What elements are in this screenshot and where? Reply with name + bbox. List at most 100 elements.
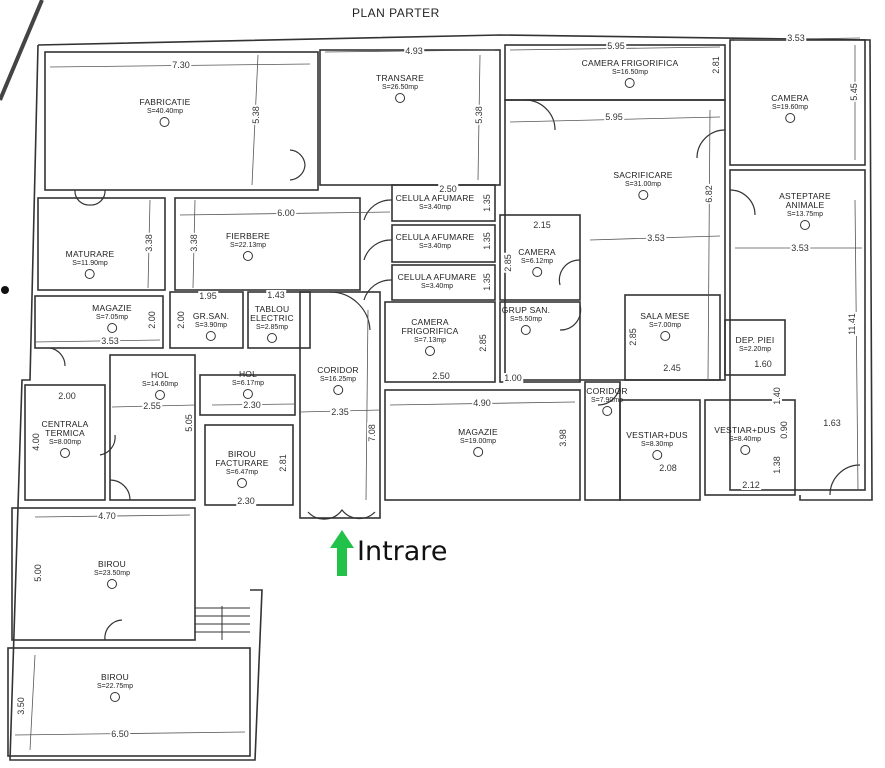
room-number-marker xyxy=(242,251,253,261)
room-area: S=13.75mp xyxy=(787,211,823,218)
room-name: VESTIAR+DUS xyxy=(626,430,688,440)
room-area: S=7.00mp xyxy=(648,322,682,329)
room-area: S=3.90mp xyxy=(194,322,228,329)
plan-title: PLAN PARTER xyxy=(352,6,440,20)
room-area: S=6.12mp xyxy=(520,258,554,265)
room-number-marker xyxy=(473,447,483,457)
room-name: BIROU xyxy=(101,672,129,682)
dimension-label: 3.38 xyxy=(189,233,199,253)
room-area: S=23.50mp xyxy=(94,570,130,577)
room-number-marker xyxy=(332,385,343,395)
room-name: BIROU FACTURARE xyxy=(215,449,269,468)
dimension-label: 2.45 xyxy=(662,363,682,373)
dimension-label: 7.08 xyxy=(367,423,377,443)
stairs xyxy=(195,606,250,640)
room-name: CAMERA xyxy=(771,93,809,103)
dimension-label: 1.35 xyxy=(482,193,492,213)
dimension-label: 3.38 xyxy=(144,233,154,253)
room-number-marker xyxy=(394,93,405,103)
room-area: S=16.50mp xyxy=(611,69,648,76)
dimension-label: 6.82 xyxy=(704,184,714,204)
room-number-marker xyxy=(531,267,542,277)
dimension-label: 1.35 xyxy=(482,231,492,251)
room-area: S=7.05mp xyxy=(95,314,129,321)
dimension-label: 2.00 xyxy=(57,391,77,401)
dimension-label: 1.63 xyxy=(822,418,842,428)
room-name: BIROU xyxy=(98,559,126,569)
dimension-label: 3.50 xyxy=(16,696,26,716)
dimension-label: 1.40 xyxy=(772,386,782,406)
room-area: S=7.13mp xyxy=(413,337,447,344)
dimension-label: 5.05 xyxy=(184,413,194,433)
room-area: S=7.90mp xyxy=(590,397,624,404)
room-camera-mica xyxy=(499,214,581,301)
room-name: MATURARE xyxy=(65,249,115,259)
room-area: S=2.20mp xyxy=(738,346,772,353)
dimension-label: 4.00 xyxy=(31,432,41,452)
entrance-arrow-icon xyxy=(330,530,354,576)
room-name: SACRIFICARE xyxy=(613,170,673,180)
room-name: TABLOU ELECTRIC xyxy=(250,304,294,323)
dimension-label: 1.35 xyxy=(482,272,492,292)
room-number-marker xyxy=(107,323,117,333)
room-label-gr-san: GR.SAN.S=3.90mp xyxy=(193,312,229,343)
outer-wall-left xyxy=(9,44,263,761)
room-name: DEP. PIEI xyxy=(735,335,775,345)
room-area: S=14.60mp xyxy=(142,381,178,388)
room-name: CAMERA xyxy=(518,247,556,257)
room-name: CELULA AFUMARE xyxy=(397,272,477,282)
room-area: S=19.60mp xyxy=(771,104,808,111)
dimension-label: 6.00 xyxy=(276,208,296,218)
room-label-grup-san: GRUP SAN.S=5.50mp xyxy=(502,306,550,337)
room-name: CELULA AFUMARE xyxy=(395,193,475,203)
room-number-marker xyxy=(267,333,277,343)
room-area: S=8.00mp xyxy=(48,439,82,446)
doors xyxy=(49,99,861,641)
dimension-label: 0.90 xyxy=(779,420,789,440)
room-name: MAGAZIE xyxy=(458,427,498,437)
room-sala-mese xyxy=(624,294,721,381)
dimension-label: 2.55 xyxy=(142,401,162,411)
room-number-marker xyxy=(155,390,165,400)
dimension-label: 2.85 xyxy=(628,327,638,347)
dimension-label: 2.15 xyxy=(532,220,552,230)
room-number-marker xyxy=(521,325,531,335)
dimension-label: 1.60 xyxy=(753,359,773,369)
dimension-label: 5.38 xyxy=(474,105,484,125)
room-number-marker xyxy=(624,78,635,88)
room-number-marker xyxy=(739,445,750,455)
dimension-label: 4.90 xyxy=(472,398,492,408)
dimension-label: 3.53 xyxy=(790,243,810,253)
room-name: TRANSARE xyxy=(376,73,424,83)
room-name: MAGAZIE xyxy=(92,303,132,313)
room-area: S=3.40mp xyxy=(420,283,454,290)
dimension-label: 2.50 xyxy=(431,371,451,381)
dimension-label: 1.43 xyxy=(266,290,286,300)
room-number-marker xyxy=(637,190,648,200)
room-name: CELULA AFUMARE xyxy=(395,232,475,242)
dimension-label: 11.41 xyxy=(847,312,857,336)
room-area: S=40.40mp xyxy=(147,108,183,115)
room-name: VESTIAR+DUS xyxy=(714,425,776,435)
room-celula-3 xyxy=(391,264,496,301)
room-area: S=22.75mp xyxy=(97,683,133,690)
room-number-marker xyxy=(784,113,795,123)
room-sacrificare xyxy=(504,99,726,381)
room-number-marker xyxy=(160,117,170,127)
room-camera-frigorifica-mica xyxy=(384,301,496,383)
dimension-label: 1.95 xyxy=(198,291,218,301)
room-name: CORIDOR xyxy=(586,386,628,396)
